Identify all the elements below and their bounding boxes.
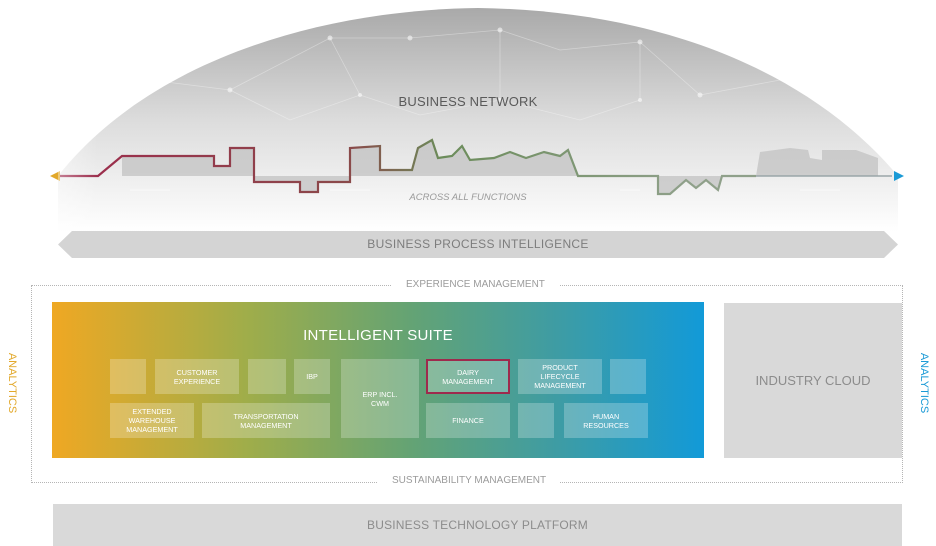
analytics-left-label: ANALYTICS [6,352,18,414]
skyline-silhouette [122,140,878,194]
network-nodes [227,27,703,102]
intelligent-suite-title: INTELLIGENT SUITE [303,327,453,344]
intelligent-suite-panel [52,302,704,458]
module-dairy-management: DAIRY MANAGEMENT [426,359,510,394]
industry-cloud-label: INDUSTRY CLOUD [755,373,871,388]
industry-cloud-panel [724,303,902,458]
module-human-resources: HUMAN RESOURCES [564,403,648,438]
module-extended-warehouse-management: EXTENDED WAREHOUSE MANAGEMENT [110,403,194,438]
business-network-dome [50,8,904,232]
module-blank-4 [518,403,554,438]
business-technology-platform-label: BUSINESS TECHNOLOGY PLATFORM [367,518,588,532]
module-ibp: IBP [294,359,330,394]
module-blank-2 [248,359,286,394]
module-finance: FINANCE [426,403,510,438]
across-all-functions-label: ACROSS ALL FUNCTIONS [409,192,527,203]
analytics-right-label: ANALYTICS [918,352,930,414]
module-erp: ERP incl. CWM [341,359,419,438]
module-transportation-management: TRANSPORTATION MANAGEMENT [202,403,330,438]
module-blank-3 [610,359,646,394]
module-blank-1 [110,359,146,394]
arrow-left-icon [50,171,60,181]
business-network-title: BUSINESS NETWORK [398,94,538,109]
module-customer-experience: CUSTOMER EXPERIENCE [155,359,239,394]
process-intelligence-banner [58,231,898,258]
arrow-right-icon [894,171,904,181]
module-product-lifecycle-management: PRODUCT LIFECYCLE MANAGEMENT [518,359,602,394]
process-line [58,138,756,196]
process-intelligence-label: BUSINESS PROCESS INTELLIGENCE [367,237,589,251]
business-technology-platform-bar [53,504,902,546]
sustainability-management-label: SUSTAINABILITY MANAGEMENT [378,475,561,486]
experience-management-label: EXPERIENCE MANAGEMENT [392,279,559,290]
